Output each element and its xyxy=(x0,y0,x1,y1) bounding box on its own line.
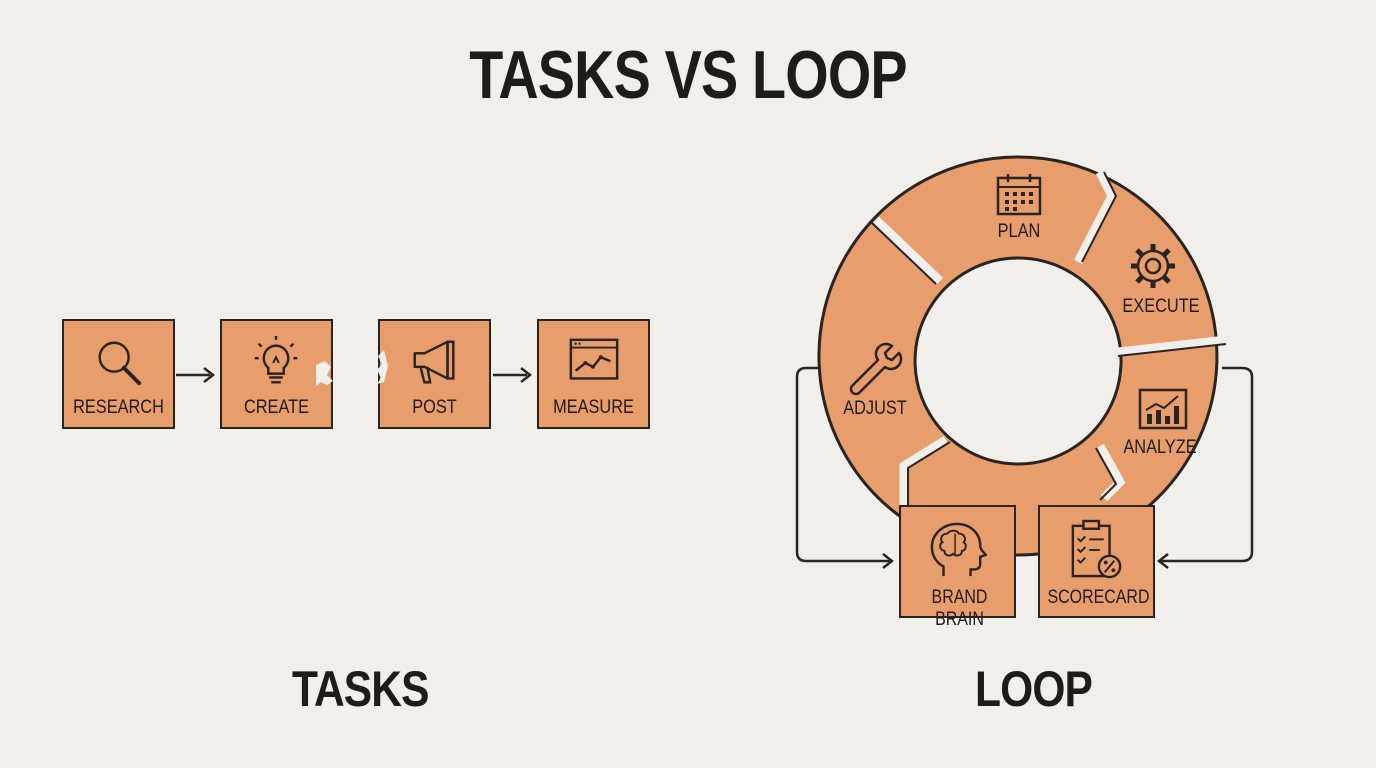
analyze-arrow xyxy=(1160,366,1254,563)
arrow-head-icon xyxy=(882,553,895,569)
segment-divider xyxy=(1081,171,1118,263)
torn-edge-right xyxy=(377,350,388,384)
task-label: CREATE xyxy=(243,397,310,418)
brain-head-icon xyxy=(930,522,988,577)
magnifier-icon xyxy=(98,341,142,386)
loop-ring-shape xyxy=(817,155,1219,557)
segment-divider xyxy=(1095,447,1118,501)
segment-divider xyxy=(871,222,937,285)
arrow-head-icon xyxy=(520,367,533,383)
segment-divider xyxy=(1117,335,1227,357)
task-label: MEASURE xyxy=(553,397,634,418)
arrow-head-icon xyxy=(203,367,216,383)
loop-segment-execute: EXECUTE xyxy=(1122,296,1200,317)
loop-box-label: SCORECARD xyxy=(1047,587,1150,608)
segment-divider xyxy=(907,441,951,512)
calendar-icon xyxy=(996,174,1042,216)
gear-icon xyxy=(1131,244,1175,288)
task-create: CREATE xyxy=(220,319,333,429)
clipboard-checklist-icon xyxy=(1071,519,1122,579)
loop-section-label: LOOP xyxy=(975,661,1093,717)
loop-box-scorecard: SCORECARD xyxy=(1038,505,1155,618)
segment-divider xyxy=(872,216,944,285)
segment-divider xyxy=(1096,443,1126,502)
task-label: POST xyxy=(412,397,457,418)
loop-box-brand-brain: BRAND BRAIN xyxy=(899,505,1016,630)
segment-divider xyxy=(1073,169,1118,265)
loop-segment-adjust: ADJUST xyxy=(843,398,907,419)
loop-segment-analyze: ANALYZE xyxy=(1123,437,1197,458)
segment-divider xyxy=(899,436,949,510)
arrow-head-icon xyxy=(1156,553,1169,569)
task-research: RESEARCH xyxy=(62,319,175,429)
page-title: TASKS VS LOOP xyxy=(469,37,907,113)
megaphone-icon xyxy=(413,340,455,384)
adjust-arrow xyxy=(795,366,890,563)
wrench-icon xyxy=(849,342,903,396)
torn-edge-left xyxy=(316,361,333,386)
line-chart-icon xyxy=(569,338,619,380)
tasks-section-label: TASKS xyxy=(292,661,429,717)
loop-box-label: BRAND BRAIN xyxy=(931,587,988,630)
lightbulb-icon xyxy=(254,335,298,384)
segment-divider xyxy=(1117,343,1227,357)
bar-chart-icon xyxy=(1138,388,1188,430)
task-label: RESEARCH xyxy=(73,397,164,418)
loop-segment-plan: PLAN xyxy=(997,221,1041,242)
task-measure: MEASURE xyxy=(537,319,650,429)
